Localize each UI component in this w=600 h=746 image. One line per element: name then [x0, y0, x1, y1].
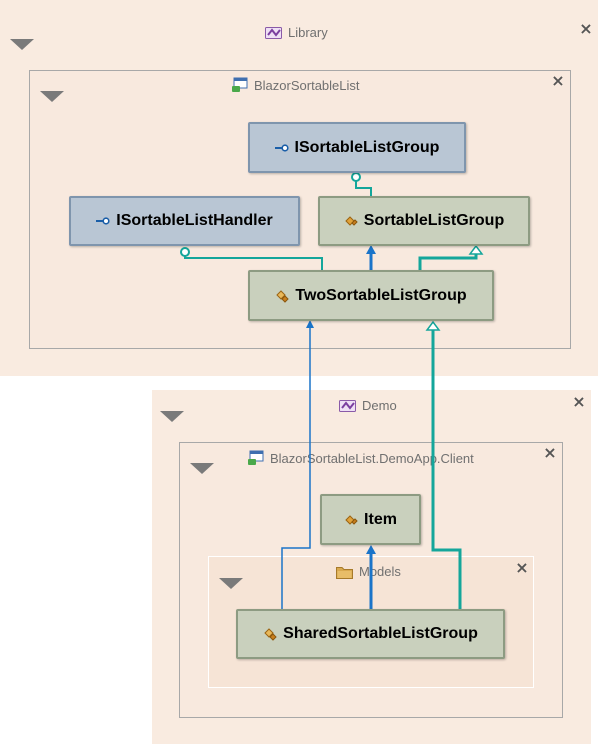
node-label: ISortableListHandler: [116, 212, 273, 229]
node-two-sortable-list-group[interactable]: TwoSortableListGroup: [248, 270, 494, 321]
collapse-toggle[interactable]: [40, 91, 64, 102]
close-icon[interactable]: ×: [572, 392, 586, 411]
folder-icon: [336, 566, 353, 579]
client-title: BlazorSortableList.DemoApp.Client: [270, 450, 474, 466]
collapse-toggle[interactable]: [160, 411, 184, 422]
interface-icon: [96, 217, 110, 225]
collapse-toggle[interactable]: [219, 578, 243, 589]
blazor-title: BlazorSortableList: [254, 77, 360, 93]
group-title: BlazorSortableList.DemoApp.Client: [248, 450, 474, 466]
node-label: SortableListGroup: [363, 212, 505, 229]
class-icon: [345, 514, 358, 525]
solution-icon: [339, 399, 356, 412]
interface-icon: [274, 143, 289, 152]
group-title: Library: [265, 25, 328, 40]
node-label: SharedSortableListGroup: [283, 625, 478, 642]
node-isortable-list-handler[interactable]: ISortableListHandler: [69, 196, 300, 246]
node-item[interactable]: Item: [320, 494, 421, 545]
node-label: ISortableListGroup: [294, 138, 440, 156]
group-title: BlazorSortableList: [232, 77, 360, 93]
demo-title: Demo: [362, 398, 397, 413]
collapse-toggle[interactable]: [10, 39, 34, 50]
class-icon: [345, 216, 358, 226]
library-title: Library: [288, 25, 328, 40]
group-title: Models: [336, 564, 401, 579]
solution-icon: [265, 26, 282, 39]
group-title: Demo: [339, 398, 397, 413]
close-icon[interactable]: ×: [551, 71, 565, 90]
node-sortable-list-group[interactable]: SortableListGroup: [318, 196, 530, 246]
close-icon[interactable]: ×: [543, 443, 557, 462]
close-icon[interactable]: ×: [579, 19, 593, 38]
node-isortable-list-group[interactable]: ISortableListGroup: [248, 122, 466, 173]
close-icon[interactable]: ×: [515, 558, 529, 577]
node-label: Item: [364, 510, 397, 528]
collapse-toggle[interactable]: [190, 463, 214, 474]
models-title: Models: [359, 564, 401, 579]
project-icon: [248, 450, 264, 465]
node-label: TwoSortableListGroup: [295, 286, 467, 304]
project-icon: [232, 77, 248, 92]
node-shared-sortable-list-group[interactable]: SharedSortableListGroup: [236, 609, 505, 659]
class-icon: [276, 289, 290, 303]
class-icon: [264, 628, 277, 641]
